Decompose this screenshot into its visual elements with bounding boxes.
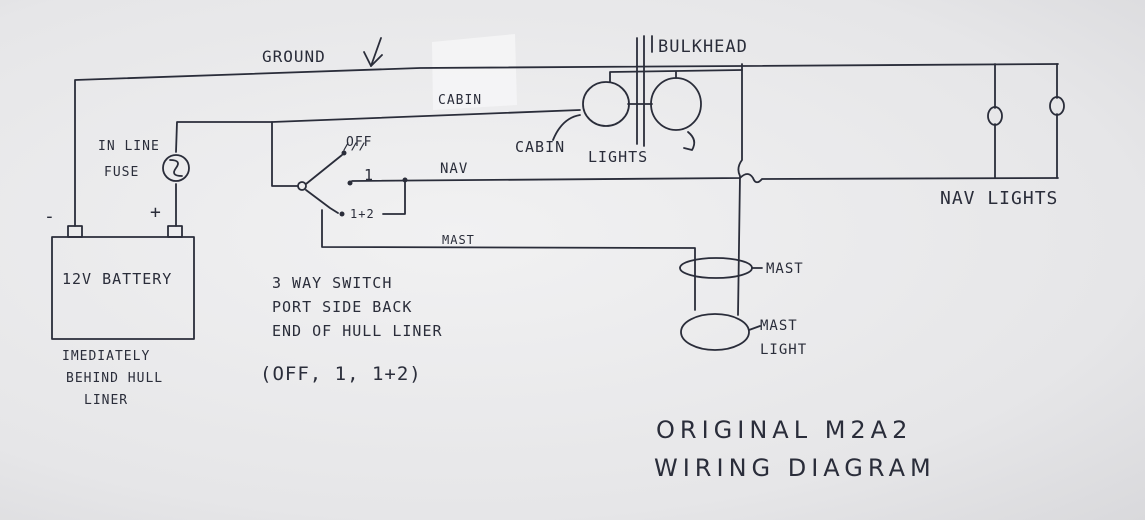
switch-off-hatch [343,142,365,151]
switch-common-wire [271,121,299,187]
mast-light-label-2: LIGHT [760,342,807,358]
nav-wire-label: NAV [440,161,468,177]
mast-light-pointer [748,325,761,331]
battery-note-3: LINER [84,393,128,408]
switch-12-label: 1+2 [350,207,375,221]
switch-terminal-12 [339,211,345,217]
mast-coil-ring [679,257,753,279]
fuse-icon [162,154,190,182]
mast-wire [321,209,696,311]
battery-note-2: BEHIND HULL [66,371,163,386]
switch-12-jumper [382,179,406,215]
fuse-label-2: FUSE [104,165,139,180]
ground-arrow-icon [363,37,383,67]
cabin-light-2 [650,77,702,131]
paper-patch [432,34,517,110]
battery-label: 12V BATTERY [62,270,172,288]
switch-terminal-1 [347,180,353,186]
cabin-light-pointer-right [683,131,696,151]
title-line-1: ORIGINAL M2A2 [656,416,912,444]
junction-dot [402,177,408,183]
cabin-light-1 [582,81,630,127]
ground-label: GROUND [262,47,326,66]
cabin-lights-label-1: CABIN [515,138,565,156]
switch-note-1: 3 WAY SWITCH [272,274,392,292]
switch-1-label: 1 [364,166,374,184]
mast-light-bulb [680,313,750,351]
mast-ring-label: MAST [766,261,804,277]
switch-blade-off [305,154,343,185]
title-line-2: WIRING DIAGRAM [654,454,936,482]
positive-label: + [150,202,162,223]
cabin-wire-label: CABIN [438,93,482,108]
nav-wire [351,173,1059,184]
cabin-light-pointer-left [552,114,581,141]
switch-terminal-off [341,150,347,156]
fuse-label-1: IN LINE [98,139,160,154]
battery-positive-terminal [167,225,183,238]
switch-blade-12 [305,189,339,214]
ground-wire [74,63,1059,227]
battery [51,236,195,340]
nav-lights-label: NAV LIGHTS [940,188,1058,209]
mast-light-label-1: MAST [760,318,798,334]
cabin-lights-label-2: LIGHTS [588,148,648,166]
cabin-light-1-ground [609,69,743,83]
fuse-element [169,159,183,177]
switch-note-2: PORT SIDE BACK [272,298,412,316]
nav-light-bulb-1 [987,106,1003,126]
bulkhead-label: BULKHEAD [658,37,748,57]
switch-positions: (OFF, 1, 1+2) [260,363,422,385]
switch-note-3: END OF HULL LINER [272,322,443,340]
negative-label: - [44,206,56,227]
positive-feed-wire [175,109,581,227]
switch-common-terminal [297,181,307,191]
battery-note-1: IMEDIATELY [62,349,150,364]
mast-ground-wire [737,63,743,316]
bulkhead [636,35,653,147]
battery-negative-terminal [67,225,83,238]
switch-off-label: OFF [346,135,372,150]
nav-light-bulb-2 [1049,96,1065,116]
mast-wire-label: MAST [442,233,475,247]
